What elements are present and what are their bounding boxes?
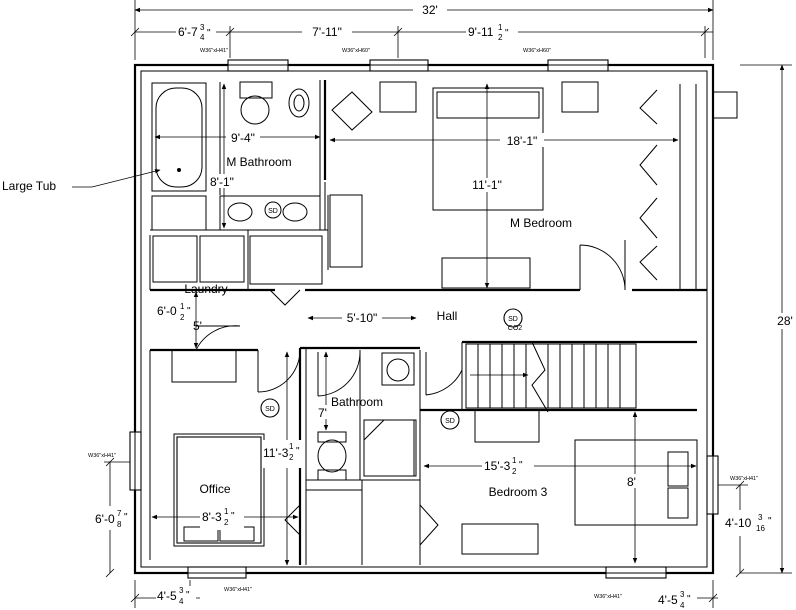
svg-text:1: 1 — [224, 507, 229, 516]
svg-text:2: 2 — [512, 467, 517, 476]
mbath-width: 9'-4" — [231, 131, 255, 145]
office-width: 8'-3 — [202, 510, 222, 524]
svg-text:3: 3 — [179, 586, 184, 595]
svg-text:4: 4 — [200, 33, 205, 42]
bottom-dim-right: 4'-5 — [658, 593, 678, 607]
svg-text:8: 8 — [117, 520, 122, 529]
laundry-fixtures — [152, 235, 323, 285]
bed3-width: 15'-3 — [484, 459, 511, 473]
room-dimension-lines: 9'-4" 8'-1" 18'-1" 11'-1" 6'-0 1 2 " 5' … — [151, 83, 697, 566]
mbed-depth: 11'-1" — [472, 178, 502, 192]
bedroom3-furniture — [461, 409, 698, 555]
top-dim-1: 6'-7 — [178, 25, 198, 39]
sd-bedroom3: SD — [445, 418, 455, 425]
mbath-depth: 8'-1" — [210, 175, 234, 189]
svg-text:4: 4 — [680, 601, 685, 610]
svg-text:": " — [768, 516, 772, 527]
top-overall-dimension: 32' — [134, 0, 714, 60]
hall-width: 5'-10" — [347, 311, 378, 325]
overall-width-label: 32' — [422, 3, 438, 17]
svg-text:": " — [505, 28, 509, 39]
window-label-1: W36"xH41" — [200, 48, 228, 54]
svg-text:1: 1 — [289, 442, 294, 451]
svg-text:1: 1 — [498, 23, 503, 32]
laundry-width: 5' — [193, 319, 202, 333]
hall-bath-fixtures — [317, 352, 417, 481]
left-dim-label: 6'-0 — [95, 512, 115, 526]
bed3-depth: 8' — [627, 475, 636, 489]
svg-text:2: 2 — [180, 313, 185, 322]
windows: W36"xH41" W36"xH60" W36"xH60" W36"xH41" … — [88, 48, 758, 600]
top-segment-dimensions: 6'-7 3 4 " 7'-11" 9'-11 1 2 " — [130, 23, 713, 58]
svg-text:2: 2 — [289, 453, 294, 462]
svg-text:SD: SD — [268, 208, 278, 215]
staircase — [465, 341, 637, 413]
window-label-3: W36"xH60" — [523, 48, 551, 54]
svg-text:": " — [207, 28, 211, 39]
right-overall-dimension: 28' — [740, 64, 796, 574]
window-label-5: W36"xH41" — [730, 476, 758, 482]
sd-office: SD — [265, 406, 275, 413]
svg-text:3: 3 — [680, 590, 685, 599]
svg-text:2: 2 — [224, 518, 229, 527]
svg-text:3: 3 — [758, 513, 763, 522]
svg-text:2: 2 — [498, 33, 503, 42]
room-office: Office — [199, 482, 230, 496]
sd-hall: SD — [508, 316, 518, 323]
laundry-depth: 6'-0 — [157, 304, 177, 318]
right-dim-label: 4'-10 — [725, 516, 752, 530]
svg-text:": " — [519, 460, 523, 471]
large-tub-callout: Large Tub — [2, 169, 161, 193]
svg-text:": " — [186, 590, 190, 601]
svg-text:7: 7 — [117, 509, 122, 518]
svg-text:": " — [187, 306, 191, 317]
right-window-dimension: 4'-10 3 16 " — [718, 480, 774, 578]
room-bathroom: Bathroom — [331, 395, 383, 409]
top-dim-2: 7'-11" — [312, 25, 342, 39]
m-bathroom-fixtures: SD — [151, 81, 321, 231]
room-hall: Hall — [437, 309, 458, 323]
co2-label: CO2 — [508, 325, 523, 332]
svg-text:3: 3 — [200, 23, 205, 32]
bath-depth: 7' — [318, 406, 327, 420]
room-laundry: Laundry — [184, 282, 227, 296]
office-depth: 11'-3 — [263, 446, 289, 460]
room-bedroom3: Bedroom 3 — [489, 485, 548, 499]
room-labels: M Bathroom M Bedroom Laundry Hall Bathro… — [184, 155, 572, 499]
svg-text:1: 1 — [512, 456, 517, 465]
smoke-detectors: SD CO2 SD SD — [260, 308, 523, 430]
svg-text:": " — [124, 512, 128, 523]
svg-text:": " — [296, 446, 300, 457]
window-label-6: W36"xH41" — [224, 587, 252, 593]
room-m-bedroom: M Bedroom — [510, 216, 572, 230]
large-tub-label: Large Tub — [2, 179, 56, 193]
svg-text:": " — [231, 511, 235, 522]
overall-depth-label: 28' — [777, 314, 793, 328]
m-bedroom-furniture — [329, 81, 599, 289]
svg-text:1: 1 — [180, 302, 185, 311]
svg-text:": " — [687, 594, 691, 605]
svg-text:16: 16 — [756, 524, 765, 533]
window-label-4: W36"xH41" — [88, 453, 116, 459]
window-label-2: W36"xH60" — [342, 48, 370, 54]
bottom-dim-left: 4'-5 — [157, 589, 177, 603]
bottom-dimensions: 4'-5 3 4 " 4'-5 3 4 " — [130, 580, 718, 610]
window-label-7: W36"xH41" — [594, 594, 622, 600]
mbed-width: 18'-1" — [507, 134, 538, 148]
room-m-bathroom: M Bathroom — [226, 155, 291, 169]
svg-text:4: 4 — [179, 597, 184, 606]
top-dim-3: 9'-11 — [468, 25, 494, 39]
left-window-dimension: 6'-0 7 8 " — [94, 457, 135, 578]
